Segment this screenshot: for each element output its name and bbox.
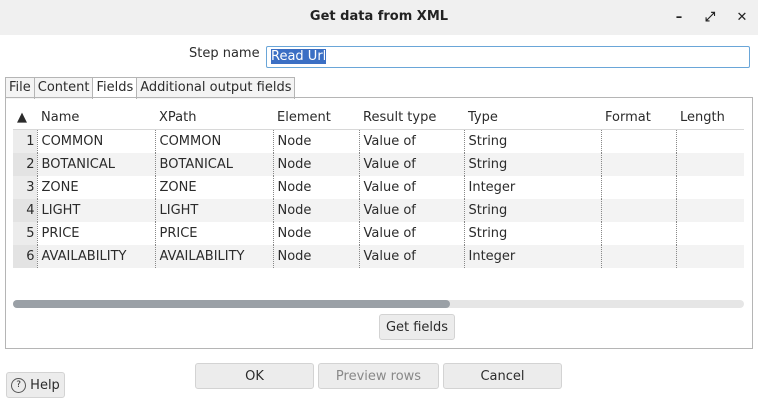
cell-length[interactable] [675, 222, 744, 245]
cell-format[interactable] [600, 153, 676, 176]
cell-format[interactable] [600, 129, 676, 153]
cell-xpath[interactable]: LIGHT [154, 199, 273, 222]
fields-table[interactable]: ▲ Name XPath Element Result type Type Fo… [13, 106, 744, 268]
tab-fields[interactable]: Fields [92, 77, 138, 99]
window-title: Get data from XML [309, 9, 449, 24]
step-name-label: Step name [189, 46, 260, 61]
table-row[interactable]: 2 BOTANICAL BOTANICAL Node Value of Stri… [13, 153, 744, 176]
scrollbar-thumb[interactable] [13, 300, 450, 308]
table-row[interactable]: 5 PRICE PRICE Node Value of String [13, 222, 744, 245]
table-row[interactable]: 3 ZONE ZONE Node Value of Integer [13, 176, 744, 199]
cancel-button[interactable]: Cancel [443, 363, 562, 389]
cell-element[interactable]: Node [272, 222, 359, 245]
cell-xpath[interactable]: BOTANICAL [154, 153, 273, 176]
cell-result-type[interactable]: Value of [358, 245, 464, 268]
preview-rows-button[interactable]: Preview rows [318, 363, 439, 389]
cell-element[interactable]: Node [272, 129, 359, 153]
cell-type[interactable]: Integer [463, 245, 601, 268]
table-row[interactable]: 4 LIGHT LIGHT Node Value of String [13, 199, 744, 222]
row-number: 1 [13, 129, 37, 153]
col-xpath[interactable]: XPath [155, 106, 273, 130]
cell-length[interactable] [675, 245, 744, 268]
row-number: 6 [13, 245, 37, 268]
fields-panel [5, 97, 753, 349]
cell-type[interactable]: String [463, 199, 601, 222]
cell-element[interactable]: Node [272, 153, 359, 176]
cell-xpath[interactable]: ZONE [154, 176, 273, 199]
sort-icon[interactable]: ▲ [13, 106, 37, 130]
cell-format[interactable] [600, 176, 676, 199]
cell-length[interactable] [675, 153, 744, 176]
close-icon[interactable]: ✕ [736, 9, 748, 25]
cell-element[interactable]: Node [272, 199, 359, 222]
cell-element[interactable]: Node [272, 245, 359, 268]
cell-length[interactable] [675, 129, 744, 153]
cell-type[interactable]: String [463, 153, 601, 176]
cell-result-type[interactable]: Value of [358, 129, 464, 153]
cell-name[interactable]: BOTANICAL [36, 153, 155, 176]
step-name-value: Read Url [271, 49, 327, 64]
cell-type[interactable]: Integer [463, 176, 601, 199]
tab-additional-output-fields[interactable]: Additional output fields [136, 77, 296, 99]
cell-length[interactable] [675, 176, 744, 199]
help-icon: ? [11, 377, 27, 393]
row-number: 4 [13, 199, 37, 222]
cell-xpath[interactable]: AVAILABILITY [154, 245, 273, 268]
cell-result-type[interactable]: Value of [358, 199, 464, 222]
cell-format[interactable] [600, 245, 676, 268]
cell-type[interactable]: String [463, 222, 601, 245]
tab-bar: File Content Fields Additional output fi… [5, 77, 296, 99]
ok-button[interactable]: OK [195, 363, 314, 389]
cell-format[interactable] [600, 199, 676, 222]
col-format[interactable]: Format [601, 106, 676, 130]
table-row[interactable]: 6 AVAILABILITY AVAILABILITY Node Value o… [13, 245, 744, 268]
cell-result-type[interactable]: Value of [358, 176, 464, 199]
help-button[interactable]: ? Help [6, 372, 65, 398]
cell-result-type[interactable]: Value of [358, 222, 464, 245]
tab-content[interactable]: Content [33, 77, 94, 99]
cell-name[interactable]: PRICE [36, 222, 155, 245]
panel-top-border [5, 97, 753, 98]
horizontal-scrollbar[interactable] [13, 300, 744, 308]
cell-name[interactable]: ZONE [36, 176, 155, 199]
cell-format[interactable] [600, 222, 676, 245]
cell-element[interactable]: Node [272, 176, 359, 199]
title-bar: Get data from XML – ⤢ ✕ [0, 0, 758, 35]
row-number: 3 [13, 176, 37, 199]
col-length[interactable]: Length [676, 106, 744, 130]
help-label: Help [30, 377, 60, 393]
cell-name[interactable]: AVAILABILITY [36, 245, 155, 268]
col-type[interactable]: Type [464, 106, 601, 130]
cell-xpath[interactable]: PRICE [154, 222, 273, 245]
row-number: 5 [13, 222, 37, 245]
cell-name[interactable]: COMMON [36, 129, 155, 153]
maximize-icon[interactable]: ⤢ [704, 9, 716, 25]
col-element[interactable]: Element [273, 106, 359, 130]
cell-type[interactable]: String [463, 129, 601, 153]
cell-xpath[interactable]: COMMON [154, 129, 273, 153]
tab-file[interactable]: File [5, 77, 35, 99]
minimize-icon[interactable]: – [675, 9, 683, 25]
get-fields-button[interactable]: Get fields [379, 314, 455, 340]
table-row[interactable]: 1 COMMON COMMON Node Value of String [13, 129, 744, 153]
step-name-input[interactable]: Read Url [266, 46, 750, 68]
cell-length[interactable] [675, 199, 744, 222]
cell-name[interactable]: LIGHT [36, 199, 155, 222]
cell-result-type[interactable]: Value of [358, 153, 464, 176]
col-result-type[interactable]: Result type [359, 106, 464, 130]
col-name[interactable]: Name [37, 106, 155, 130]
row-number: 2 [13, 153, 37, 176]
